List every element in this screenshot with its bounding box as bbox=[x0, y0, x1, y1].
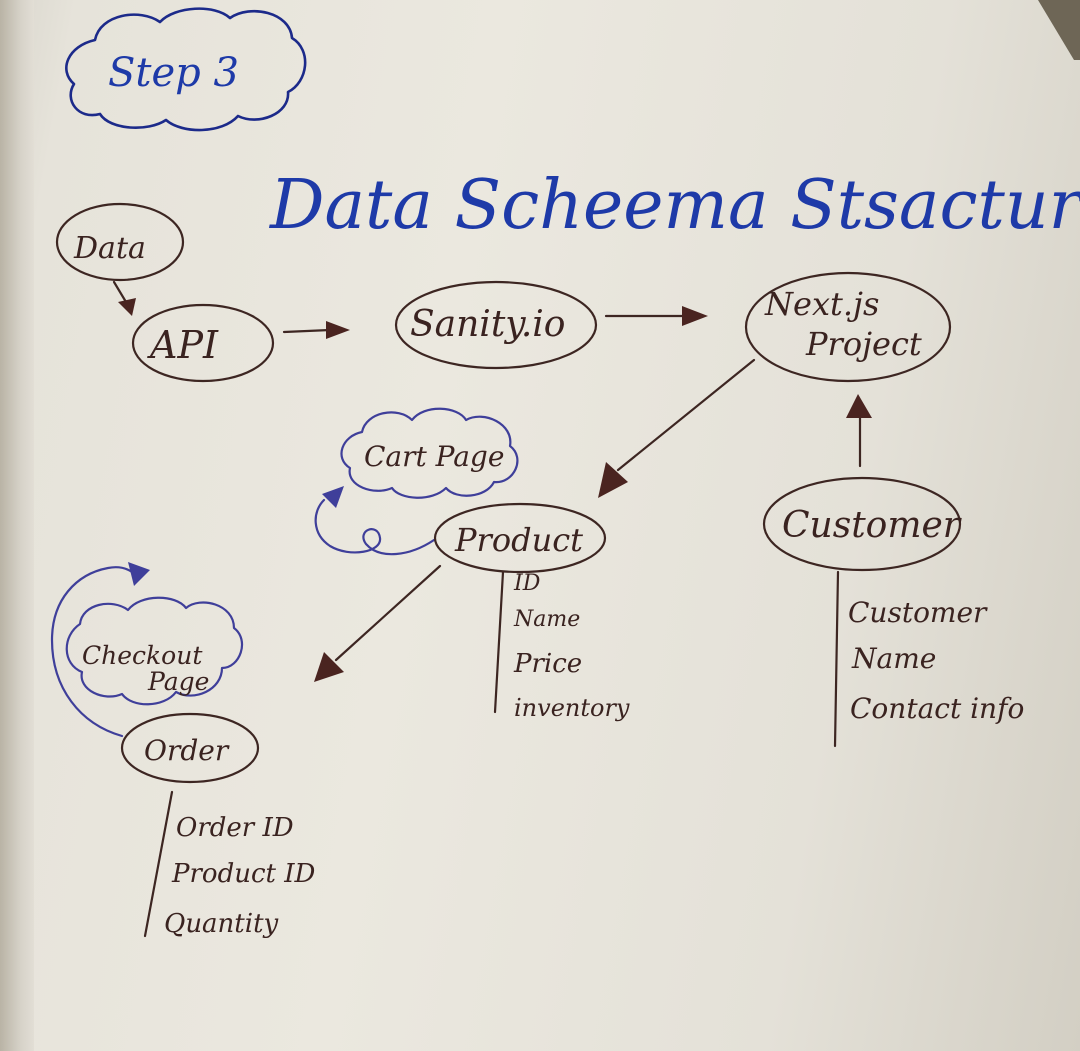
product-field-line bbox=[493, 570, 505, 714]
page-binding bbox=[0, 0, 34, 1051]
node-api: API bbox=[131, 303, 275, 383]
order-field: Product ID bbox=[171, 859, 316, 889]
node-order: Order bbox=[120, 712, 260, 784]
node-nextjs-line1: Next.js bbox=[764, 285, 879, 323]
node-order-label: Order bbox=[144, 734, 230, 767]
arrow-product-to-cart bbox=[314, 486, 436, 556]
customer-field: Customer bbox=[848, 596, 988, 629]
customer-field: Name bbox=[851, 642, 936, 675]
node-api-label: API bbox=[147, 323, 219, 367]
node-customer: Customer bbox=[762, 476, 962, 572]
node-product-label: Product bbox=[454, 521, 583, 559]
arrow-customer-to-nextjs bbox=[846, 394, 872, 468]
order-field: Quantity bbox=[164, 909, 279, 939]
node-checkout-page: Checkout Page bbox=[65, 596, 244, 706]
order-field: Order ID bbox=[176, 813, 294, 843]
node-product: Product bbox=[433, 502, 607, 574]
node-customer-label: Customer bbox=[782, 505, 962, 546]
product-field: ID bbox=[513, 571, 541, 596]
order-field-line bbox=[143, 790, 174, 938]
step-label: Step 3 bbox=[108, 50, 239, 96]
product-field: Price bbox=[513, 649, 582, 679]
node-sanity-label: Sanity.io bbox=[410, 304, 565, 345]
customer-field: Contact info bbox=[850, 692, 1024, 725]
node-checkout-line1: Checkout bbox=[82, 641, 203, 670]
arrow-sanity-to-nextjs bbox=[604, 306, 708, 326]
product-field: inventory bbox=[514, 694, 630, 722]
product-fields: ID Name Price inventory bbox=[513, 571, 630, 722]
node-data: Data bbox=[55, 202, 185, 282]
node-data-label: Data bbox=[73, 231, 146, 266]
arrow-product-to-order bbox=[314, 564, 442, 682]
arrow-data-to-api bbox=[112, 280, 136, 316]
diagram-title: Data Scheema Stsacture bbox=[268, 166, 1080, 245]
customer-field-line bbox=[833, 570, 840, 748]
node-checkout-line2: Page bbox=[147, 667, 209, 696]
node-nextjs: Next.js Project bbox=[744, 271, 952, 383]
product-field: Name bbox=[513, 607, 580, 632]
arrow-api-to-sanity bbox=[282, 321, 350, 339]
customer-fields: Customer Name Contact info bbox=[848, 596, 1024, 725]
order-fields: Order ID Product ID Quantity bbox=[164, 813, 316, 939]
node-nextjs-line2: Project bbox=[805, 325, 922, 363]
node-cart-page-label: Cart Page bbox=[364, 440, 504, 473]
arrow-order-to-checkout bbox=[50, 562, 150, 738]
node-sanity: Sanity.io bbox=[394, 280, 598, 370]
step-cloud: Step 3 bbox=[65, 7, 307, 132]
node-cart-page: Cart Page bbox=[340, 407, 519, 499]
arrow-nextjs-to-product bbox=[598, 358, 756, 498]
